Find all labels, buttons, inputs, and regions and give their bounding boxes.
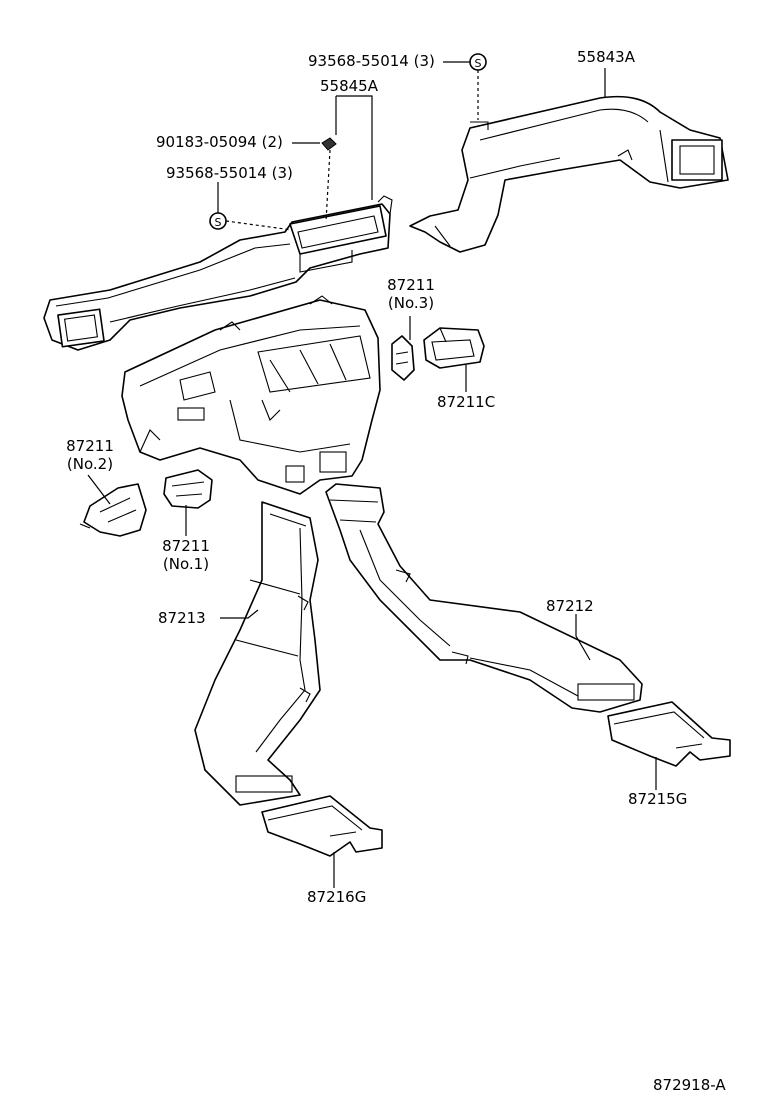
duct-87211c [423, 327, 485, 369]
label-87216g: 87216G [307, 888, 367, 906]
label-87211-no2-subtitle: (No.2) [66, 455, 114, 473]
label-87215g: 87215G [628, 790, 688, 808]
label-87211c: 87211C [437, 393, 496, 411]
label-87211-no3-number: 87211 [387, 276, 435, 294]
label-87211-no2-number: 87211 [66, 437, 114, 455]
leader-lines [87, 61, 657, 888]
label-93568-55014-top: 93568-55014 (3) [308, 52, 435, 70]
diagram-id-label: 872918-A [653, 1076, 726, 1094]
duct-87213 [194, 501, 321, 806]
label-87212: 87212 [546, 597, 594, 615]
label-55843a: 55843A [577, 48, 635, 66]
label-87211-no1-number: 87211 [162, 537, 210, 555]
label-87213: 87213 [158, 609, 206, 627]
label-90183-05094: 90183-05094 (2) [156, 133, 283, 151]
heater-unit [121, 295, 381, 495]
screw-symbol-mid-text: S [215, 216, 222, 229]
bracket-87211-no1 [163, 469, 213, 509]
label-87211-no1-subtitle: (No.1) [162, 555, 210, 573]
screw-symbol-top-text: S [475, 57, 482, 70]
label-93568-55014-mid: 93568-55014 (3) [166, 164, 293, 182]
label-87211-no3-subtitle: (No.3) [387, 294, 435, 312]
duct-87212 [325, 483, 643, 713]
bracket-87211-no3 [391, 335, 415, 381]
clip-icon [321, 137, 337, 151]
label-55845a: 55845A [320, 77, 378, 95]
duct-55843a [409, 95, 729, 253]
duct-55845a [43, 195, 393, 351]
bracket-87211-no2 [79, 483, 147, 537]
outlet-87216g [261, 795, 383, 857]
outlet-87215g [607, 701, 731, 767]
